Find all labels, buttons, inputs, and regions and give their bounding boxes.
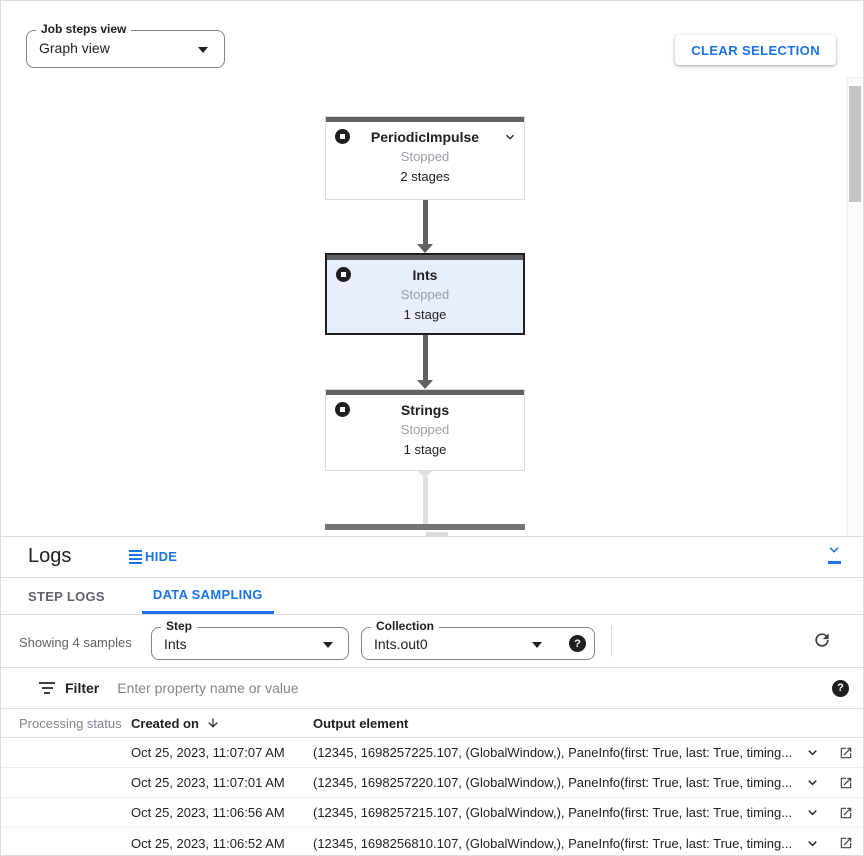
chevron-down-icon bbox=[532, 642, 542, 648]
column-header-created-on[interactable]: Created on bbox=[131, 716, 313, 731]
node-title: PeriodicImpulse bbox=[370, 128, 480, 145]
open-in-new-icon bbox=[840, 777, 852, 788]
chevron-down-icon bbox=[829, 547, 839, 553]
sample-row[interactable]: Oct 25, 2023, 11:07:07 AM (12345, 169825… bbox=[1, 738, 863, 768]
stop-circle-icon bbox=[336, 267, 351, 282]
open-in-new-button[interactable] bbox=[829, 746, 863, 760]
sample-row[interactable]: Oct 25, 2023, 11:06:56 AM (12345, 169825… bbox=[1, 798, 863, 828]
edge-arrow-icon bbox=[417, 380, 433, 389]
chevron-down-icon bbox=[807, 810, 817, 816]
logs-panel-title: Logs bbox=[28, 545, 72, 567]
node-title: Strings bbox=[400, 401, 450, 418]
partially-visible-node-detail bbox=[426, 532, 448, 536]
graph-node-ints-selected[interactable]: Ints Stopped 1 stage bbox=[325, 253, 525, 335]
sort-descending-icon bbox=[208, 718, 218, 728]
job-steps-view-select[interactable]: Job steps view Graph view bbox=[26, 22, 225, 68]
filter-input[interactable] bbox=[117, 680, 832, 696]
collapse-panel-button[interactable] bbox=[824, 545, 844, 564]
showing-samples-text: Showing 4 samples bbox=[19, 635, 132, 650]
node-status: Stopped bbox=[400, 422, 450, 437]
expand-row-button[interactable] bbox=[795, 774, 829, 791]
created-on-cell: Oct 25, 2023, 11:07:01 AM bbox=[131, 775, 285, 790]
job-steps-view-value: Graph view bbox=[39, 40, 110, 56]
graph-edge bbox=[423, 200, 428, 245]
hide-logs-label: HIDE bbox=[145, 549, 178, 564]
graph-node-periodicimpulse[interactable]: PeriodicImpulse Stopped 2 stages bbox=[325, 116, 525, 200]
node-status: Stopped bbox=[400, 287, 450, 302]
help-icon[interactable]: ? bbox=[832, 679, 849, 697]
expand-row-button[interactable] bbox=[795, 835, 829, 852]
collection-select-value: Ints.out0 bbox=[374, 636, 428, 652]
expand-row-button[interactable] bbox=[795, 804, 829, 821]
collapse-bar-icon bbox=[827, 561, 841, 564]
sample-row[interactable]: Oct 25, 2023, 11:07:01 AM (12345, 169825… bbox=[1, 768, 863, 798]
graph-edge bbox=[423, 335, 428, 381]
node-top-bar bbox=[327, 255, 523, 260]
created-on-cell: Oct 25, 2023, 11:06:56 AM bbox=[131, 805, 285, 820]
samples-table-body: Oct 25, 2023, 11:07:07 AM (12345, 169825… bbox=[1, 738, 863, 855]
output-element-cell: (12345, 1698257215.107, (GlobalWindow,),… bbox=[313, 805, 793, 820]
node-top-bar bbox=[326, 117, 524, 122]
created-on-cell: Oct 25, 2023, 11:07:07 AM bbox=[131, 745, 285, 760]
filter-bar: Filter ? bbox=[1, 668, 863, 709]
filter-icon bbox=[39, 682, 55, 694]
partially-visible-node bbox=[325, 524, 525, 530]
table-header-row: Processing status Created on Output elem… bbox=[1, 709, 863, 738]
column-header-processing-status: Processing status bbox=[19, 715, 122, 731]
sampling-controls-row: Showing 4 samples Step Ints Collection I… bbox=[1, 615, 863, 668]
stop-circle-icon bbox=[335, 402, 350, 417]
clear-selection-button[interactable]: CLEAR SELECTION bbox=[675, 35, 836, 65]
chevron-down-icon bbox=[807, 750, 817, 756]
collection-select[interactable]: Collection Ints.out0 ? bbox=[361, 619, 595, 660]
logs-panel: Logs HIDE STEP LOGS DATA SAMPLING Showin… bbox=[1, 536, 863, 855]
node-stages: 2 stages bbox=[400, 169, 450, 184]
open-in-new-icon bbox=[840, 747, 852, 758]
tab-step-logs[interactable]: STEP LOGS bbox=[28, 588, 105, 604]
collection-select-label: Collection bbox=[371, 619, 440, 633]
hide-logs-button[interactable]: HIDE bbox=[129, 549, 177, 564]
stop-circle-icon bbox=[335, 129, 350, 144]
graph-edge bbox=[423, 477, 428, 524]
open-in-new-button[interactable] bbox=[829, 836, 863, 850]
vertical-divider bbox=[611, 626, 612, 657]
open-in-new-button[interactable] bbox=[829, 776, 863, 790]
edge-arrow-icon bbox=[417, 244, 433, 253]
list-lines-icon bbox=[129, 549, 142, 564]
created-on-cell: Oct 25, 2023, 11:06:52 AM bbox=[131, 835, 285, 851]
open-in-new-button[interactable] bbox=[829, 806, 863, 820]
node-stages: 1 stage bbox=[403, 307, 447, 322]
open-in-new-icon bbox=[840, 807, 852, 818]
graph-scrollbar-track[interactable] bbox=[847, 77, 863, 536]
filter-label: Filter bbox=[65, 680, 100, 696]
chevron-down-icon bbox=[198, 47, 208, 53]
chevron-down-icon bbox=[807, 780, 817, 786]
chevron-down-icon bbox=[323, 642, 333, 648]
job-steps-view-label: Job steps view bbox=[36, 22, 132, 36]
step-select-value: Ints bbox=[164, 636, 187, 652]
refresh-button[interactable] bbox=[812, 630, 832, 650]
graph-scrollbar-thumb[interactable] bbox=[849, 86, 861, 202]
tab-data-sampling[interactable]: DATA SAMPLING bbox=[141, 578, 274, 614]
node-title: Ints bbox=[412, 266, 438, 283]
logs-tab-bar: STEP LOGS DATA SAMPLING bbox=[1, 578, 863, 615]
sample-row[interactable]: Oct 25, 2023, 11:06:52 AM (12345, 169825… bbox=[1, 828, 863, 855]
chevron-down-icon bbox=[807, 840, 817, 846]
step-select-label: Step bbox=[161, 619, 198, 633]
help-icon[interactable]: ? bbox=[569, 635, 586, 652]
chevron-down-icon[interactable] bbox=[502, 129, 518, 145]
output-element-cell: (12345, 1698257225.107, (GlobalWindow,),… bbox=[313, 745, 793, 760]
node-status: Stopped bbox=[400, 149, 450, 164]
output-element-cell: (12345, 1698257220.107, (GlobalWindow,),… bbox=[313, 775, 793, 790]
graph-node-strings[interactable]: Strings Stopped 1 stage bbox=[325, 389, 525, 471]
logs-panel-header: Logs HIDE bbox=[1, 537, 863, 578]
node-stages: 1 stage bbox=[403, 442, 447, 457]
output-element-cell: (12345, 1698256810.107, (GlobalWindow,),… bbox=[313, 835, 793, 851]
open-in-new-icon bbox=[840, 837, 852, 849]
edge-arrow-icon bbox=[418, 471, 432, 478]
node-top-bar bbox=[326, 390, 524, 395]
step-select[interactable]: Step Ints bbox=[151, 619, 349, 660]
expand-row-button[interactable] bbox=[795, 744, 829, 761]
column-header-output-element: Output element bbox=[313, 715, 409, 731]
